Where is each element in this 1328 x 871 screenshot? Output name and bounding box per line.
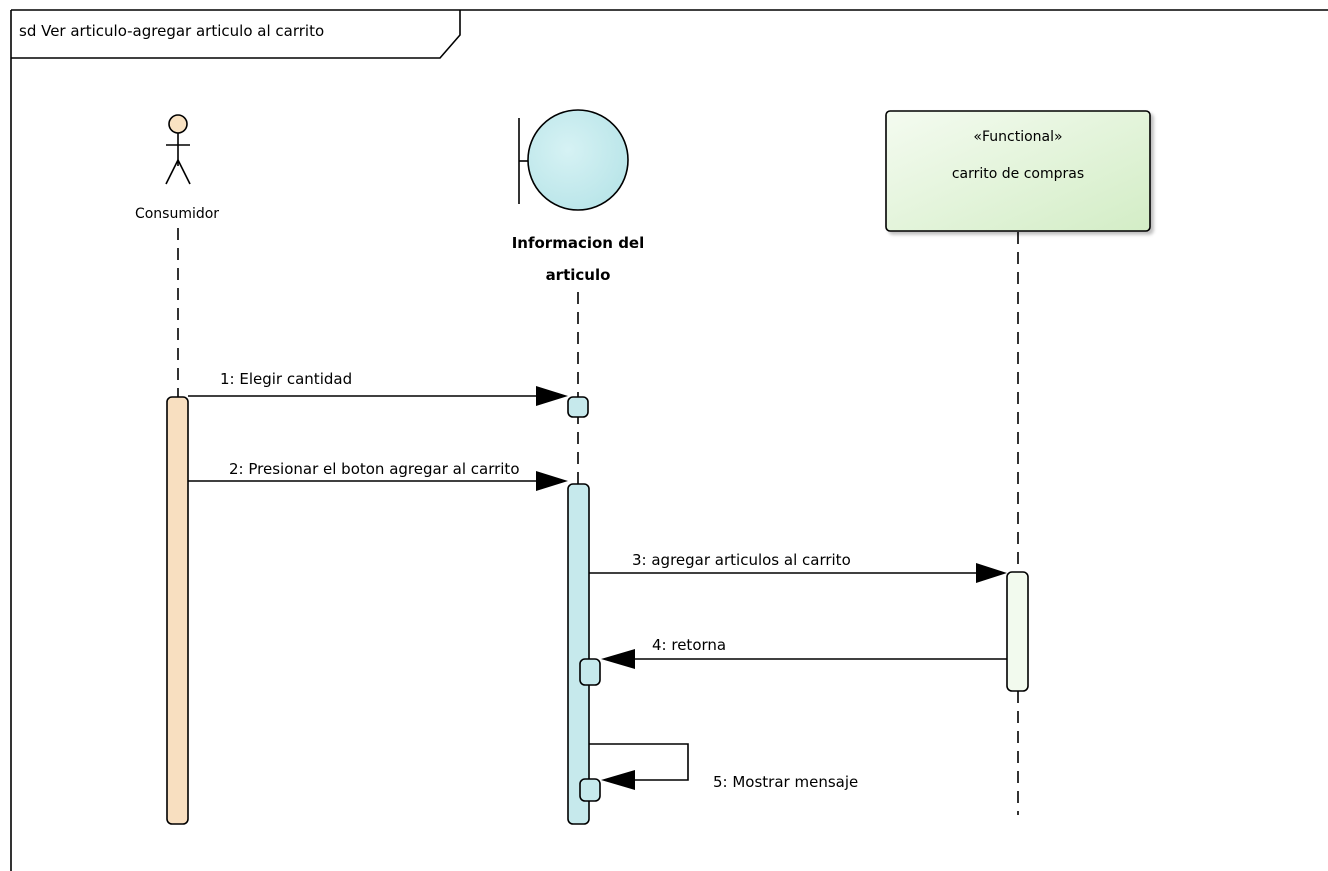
arrowhead-icon: [601, 649, 635, 669]
actor-label: Consumidor: [135, 206, 219, 222]
message-label: 3: agregar articulos al carrito: [632, 551, 851, 569]
functional-carrito-de-compras: «Functional» carrito de compras: [885, 110, 1151, 815]
actor-consumidor: Consumidor: [135, 114, 219, 825]
functional-label: carrito de compras: [952, 166, 1084, 182]
consumidor-activation: [166, 396, 189, 825]
nested-activation-return: [579, 658, 601, 686]
message-label: 5: Mostrar mensaje: [713, 773, 858, 791]
boundary-informacion-articulo: Informacion del articulo: [512, 109, 645, 825]
message-label: 2: Presionar el boton agregar al carrito: [229, 460, 520, 478]
message-4: 4: retorna: [601, 636, 1007, 669]
arrowhead-icon: [536, 386, 568, 406]
boundary-activation-small: [567, 396, 589, 418]
arrowhead-icon: [536, 471, 568, 491]
message-1: 1: Elegir cantidad: [188, 370, 568, 406]
arrowhead-icon: [976, 563, 1007, 583]
nested-activation-self: [579, 778, 601, 802]
boundary-activation: [567, 483, 590, 825]
boundary-label-line2: articulo: [546, 266, 611, 284]
message-3: 3: agregar articulos al carrito: [589, 551, 1007, 583]
functional-stereotype: «Functional»: [973, 129, 1062, 145]
message-arrow-line: [589, 743, 689, 781]
sequence-frame: sd Ver articulo-agregar articulo al carr…: [10, 9, 1328, 871]
message-label: 4: retorna: [652, 636, 726, 654]
message-2: 2: Presionar el boton agregar al carrito: [188, 460, 568, 491]
frame-title: sd Ver articulo-agregar articulo al carr…: [19, 22, 324, 40]
boundary-icon: [518, 109, 629, 211]
boundary-label-line1: Informacion del: [512, 234, 645, 252]
arrowhead-icon: [601, 770, 635, 790]
functional-box: [885, 110, 1151, 232]
actor-icon: [165, 114, 191, 185]
message-label: 1: Elegir cantidad: [220, 370, 352, 388]
carrito-activation: [1006, 571, 1029, 692]
message-5: 5: Mostrar mensaje: [589, 743, 858, 791]
